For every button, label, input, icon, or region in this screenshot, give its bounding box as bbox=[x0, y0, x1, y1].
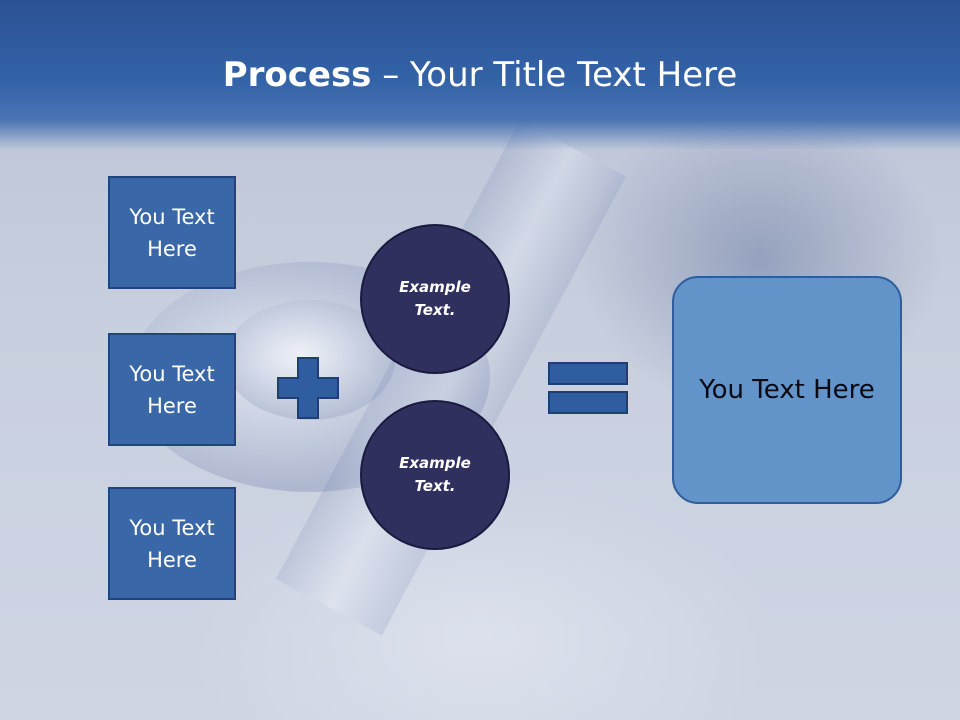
example-circle-1[interactable]: Example Text. bbox=[360, 224, 510, 374]
example-circle-1-label: Example Text. bbox=[399, 278, 471, 319]
slide-title[interactable]: Process – Your Title Text Here bbox=[0, 52, 960, 98]
result-box-label: You Text Here bbox=[699, 375, 875, 405]
plus-icon bbox=[277, 357, 339, 419]
input-box-2-label: You Text Here bbox=[129, 361, 215, 418]
example-circle-2-label: Example Text. bbox=[399, 454, 471, 495]
title-bar bbox=[0, 0, 960, 150]
input-box-1-label: You Text Here bbox=[129, 204, 215, 261]
slide-title-rest: – Your Title Text Here bbox=[371, 55, 738, 95]
slide-title-bold: Process bbox=[222, 55, 372, 95]
input-box-3[interactable]: You Text Here bbox=[108, 487, 236, 600]
input-box-1[interactable]: You Text Here bbox=[108, 176, 236, 289]
example-circle-2[interactable]: Example Text. bbox=[360, 400, 510, 550]
input-box-3-label: You Text Here bbox=[129, 515, 215, 572]
result-box[interactable]: You Text Here bbox=[672, 276, 902, 504]
input-box-2[interactable]: You Text Here bbox=[108, 333, 236, 446]
equals-icon bbox=[548, 362, 628, 414]
